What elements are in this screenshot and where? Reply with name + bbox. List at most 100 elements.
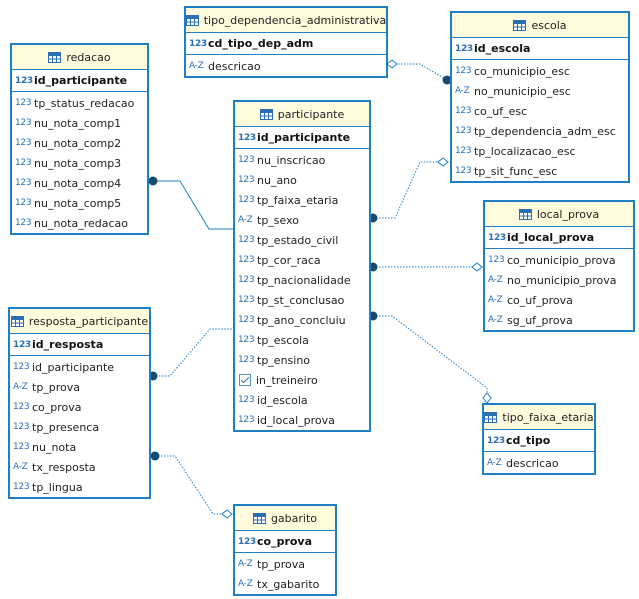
link-resposta-gabarito[interactable] [155,455,227,515]
number-type-icon: 123 [455,146,472,156]
column-name: tp_estado_civil [257,233,339,247]
text-type-icon: A-Z [13,462,28,472]
table-header[interactable]: participante [235,102,369,127]
link-escola-tipo-dependencia[interactable] [392,63,448,81]
column-name: tx_gabarito [257,577,320,591]
column-name: tp_sit_func_esc [474,164,558,178]
mandatory-end-escola [442,75,452,85]
table-header[interactable]: local_prova [485,202,633,227]
column-name: tp_st_conclusao [257,293,345,307]
text-type-icon: A-Z [13,382,28,392]
link-participante-faixa-etaria[interactable] [373,315,488,393]
number-type-icon: 123 [13,482,30,492]
number-type-icon: 123 [455,66,472,76]
primary-key-name: cd_tipo_dep_adm [208,37,314,50]
optional-end-gabarito [221,509,233,519]
link-participante-escola[interactable] [373,161,443,219]
text-type-icon: A-Z [488,315,503,325]
number-type-icon: 123 [15,98,32,108]
number-type-icon: 123 [238,175,255,185]
number-type-icon: 123 [455,166,472,176]
table-icon [518,208,537,220]
table-icon [185,14,204,26]
number-type-icon: 123 [13,362,30,372]
column-name: id_escola [257,393,308,407]
table-header[interactable]: redacao [12,45,147,70]
link-participante-redacao[interactable] [153,180,234,230]
table-header[interactable]: gabarito [235,506,335,531]
table-header[interactable]: tipo_dependencia_administrativa [185,8,387,33]
number-type-icon: 123 [15,118,32,128]
column-row[interactable]: in_treineiro [235,370,369,390]
number-type-icon: 123 [455,106,472,116]
link-resposta-participante[interactable] [153,328,234,377]
table-header[interactable]: tipo_faixa_etaria [484,405,594,430]
number-type-icon: 123 [238,355,255,365]
table-header[interactable]: resposta_participante [10,309,149,334]
table-name: tipo_dependencia_administrativa [203,13,387,27]
number-type-icon: 123 [238,315,255,325]
table-header[interactable]: escola [452,13,628,38]
column-name: id_local_prova [257,413,335,427]
primary-key-name: id_participante [257,131,351,144]
column-name: nu_nota_comp1 [34,116,122,130]
